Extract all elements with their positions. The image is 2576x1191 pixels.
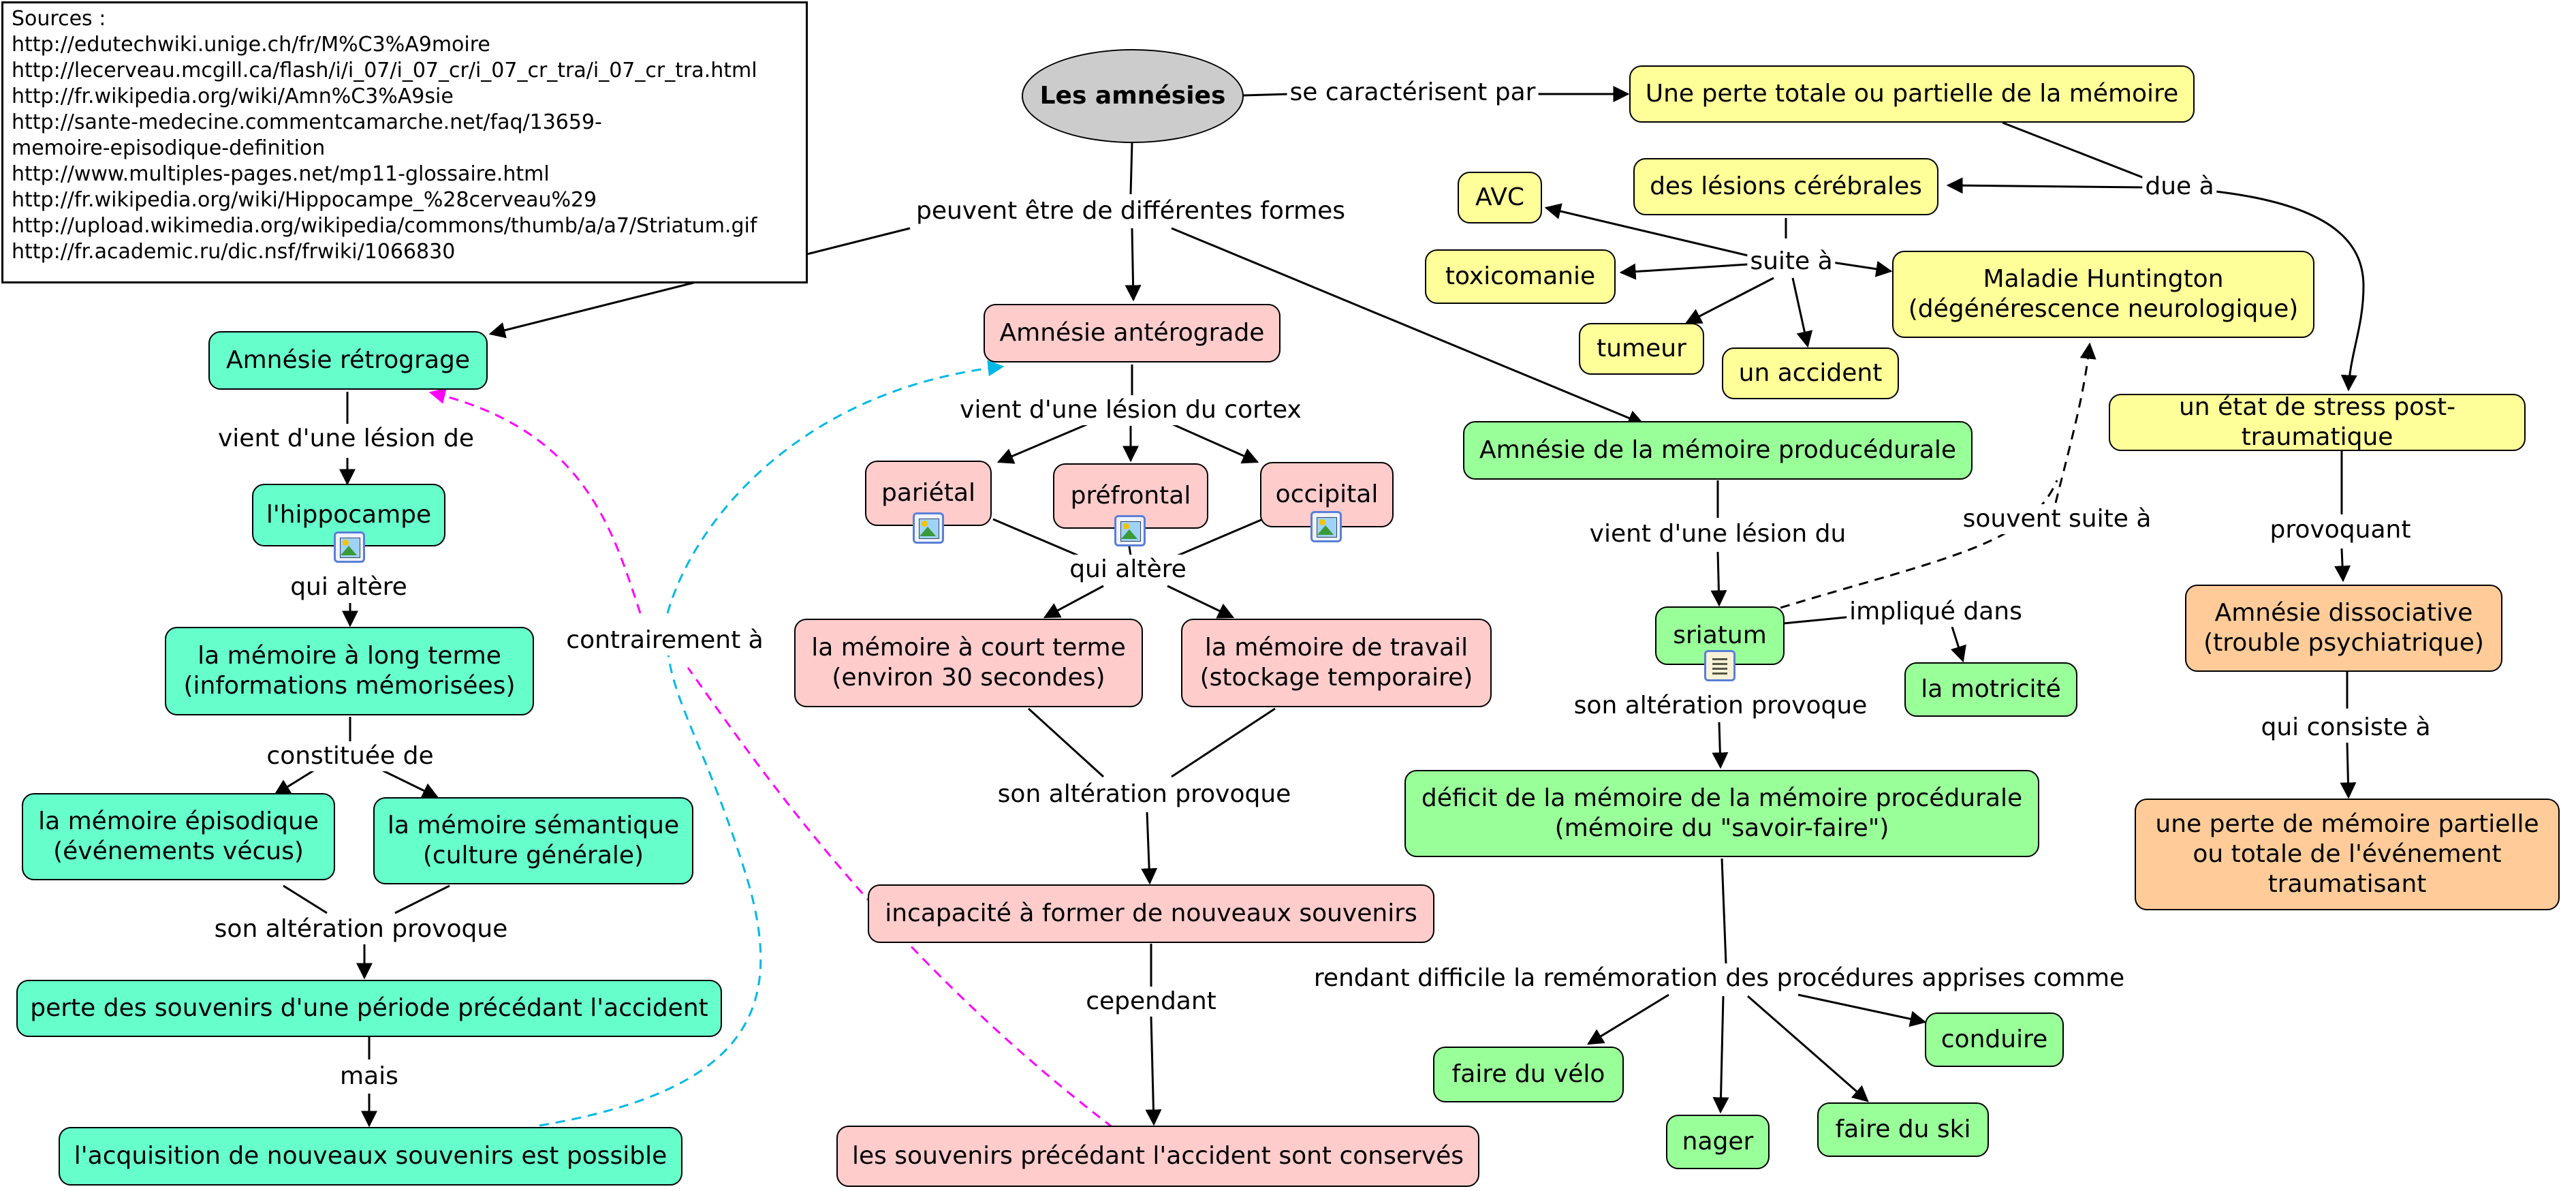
source-line[interactable]: http://fr.wikipedia.org/wiki/Amn%C3%A9si… (12, 84, 454, 108)
node-un-accident[interactable]: un accident (1722, 347, 1899, 399)
node-amnesie-dissociative[interactable]: Amnésie dissociative (trouble psychiatri… (2185, 585, 2502, 672)
image-icon[interactable] (334, 531, 365, 563)
image-icon[interactable] (913, 512, 944, 544)
link-suite-a: suite à (1747, 247, 1836, 277)
document-icon[interactable] (1704, 650, 1735, 681)
link-qui-altere: qui altère (287, 572, 410, 602)
link-vient-lesion-du: vient d'une lésion du (1586, 519, 1849, 549)
source-line[interactable]: http://edutechwiki.unige.ch/fr/M%C3%A9mo… (12, 33, 490, 57)
source-line[interactable]: http://lecerveau.mcgill.ca/flash/i/i_07/… (12, 59, 757, 82)
source-line[interactable]: http://sante-medecine.commentcamarche.ne… (12, 110, 602, 134)
link-alteration-provoque: son altération provoque (211, 914, 511, 944)
node-stress-post-traumatique[interactable]: un état de stress post-traumatique (2109, 393, 2526, 451)
node-faire-ski[interactable]: faire du ski (1817, 1102, 1989, 1157)
link-vient-lesion-cortex: vient d'une lésion du cortex (957, 395, 1304, 425)
link-cependant: cependant (1083, 987, 1219, 1017)
node-incapacite[interactable]: incapacité à former de nouveaux souvenir… (868, 884, 1434, 943)
image-icon[interactable] (1114, 515, 1146, 546)
node-memoire-episodique[interactable]: la mémoire épisodique (événements vécus) (22, 793, 335, 880)
node-acquisition-souvenirs[interactable]: l'acquisition de nouveaux souvenirs est … (59, 1127, 682, 1186)
node-perte-totale[interactable]: Une perte totale ou partielle de la mémo… (1629, 65, 2195, 123)
source-line[interactable]: http://www.multiples-pages.net/mp11-glos… (12, 162, 550, 186)
image-icon[interactable] (1310, 511, 1342, 542)
link-souvent-suite-a: souvent suite à (1960, 504, 2154, 534)
link-differentes-formes: peuvent être de différentes formes (913, 196, 1349, 226)
link-contrairement-a: contrairement à (563, 625, 766, 655)
node-deficit-procedurale[interactable]: déficit de la mémoire de la mémoire proc… (1404, 770, 2039, 857)
node-memoire-court-terme[interactable]: la mémoire à court terme (environ 30 sec… (794, 619, 1143, 707)
source-line[interactable]: http://fr.wikipedia.org/wiki/Hippocampe_… (12, 188, 597, 212)
source-line[interactable]: http://upload.wikimedia.org/wikipedia/co… (12, 214, 757, 238)
link-due-a: due à (2142, 172, 2217, 202)
link-implique-dans: impliqué dans (1847, 597, 2025, 627)
link-constituee-de: constituée de (264, 741, 437, 771)
link-provoquant: provoquant (2267, 515, 2414, 545)
link-vient-lesion-de: vient d'une lésion de (215, 424, 477, 454)
sources-box: Sources : http://edutechwiki.unige.ch/fr… (1, 1, 808, 283)
sources-title: Sources : (12, 7, 106, 31)
source-line[interactable]: memoire-episodique-definition (12, 136, 326, 160)
node-conduire[interactable]: conduire (1925, 1012, 2064, 1067)
node-memoire-semantique[interactable]: la mémoire sémantique (culture générale) (373, 797, 693, 884)
node-amnesie-retrograde[interactable]: Amnésie rétrograge (208, 331, 488, 390)
node-perte-souvenirs[interactable]: perte des souvenirs d'une période précéd… (16, 980, 722, 1037)
source-line[interactable]: http://fr.academic.ru/dic.nsf/frwiki/106… (12, 240, 456, 264)
node-memoire-travail[interactable]: la mémoire de travail (stockage temporai… (1181, 619, 1492, 707)
link-mais: mais (337, 1062, 401, 1092)
link-rendant-difficile: rendant difficile la remémoration des pr… (1310, 963, 2128, 993)
node-faire-velo[interactable]: faire du vélo (1433, 1047, 1624, 1102)
link-qui-consiste-a: qui consiste à (2258, 713, 2434, 743)
node-nager[interactable]: nager (1666, 1115, 1770, 1169)
link-alteration-provoque: son altération provoque (1571, 691, 1870, 721)
node-lesions-cerebrales[interactable]: des lésions cérébrales (1633, 158, 1938, 215)
node-les-amnesies[interactable]: Les amnésies (1022, 49, 1244, 143)
node-souvenirs-conserves[interactable]: les souvenirs précédant l'accident sont … (836, 1126, 1479, 1187)
node-avc[interactable]: AVC (1458, 172, 1542, 223)
node-motricite[interactable]: la motricité (1904, 662, 2077, 717)
node-maladie-huntington[interactable]: Maladie Huntington (dégénérescence neuro… (1892, 251, 2314, 338)
link-qui-altere: qui altère (1067, 555, 1189, 585)
node-toxicomanie[interactable]: toxicomanie (1425, 249, 1616, 304)
node-memoire-long-terme[interactable]: la mémoire à long terme (informations mé… (165, 627, 534, 715)
link-se-caracterisent-par: se caractérisent par (1287, 78, 1539, 108)
node-amnesie-anterograde[interactable]: Amnésie antérograde (984, 304, 1281, 362)
node-perte-memoire-partielle[interactable]: une perte de mémoire partielle ou totale… (2135, 799, 2560, 910)
link-alteration-provoque: son altération provoque (994, 779, 1294, 809)
node-prefrontal[interactable]: préfrontal (1053, 463, 1208, 529)
node-amnesie-procedurale[interactable]: Amnésie de la mémoire producédurale (1463, 421, 1973, 480)
node-tumeur[interactable]: tumeur (1579, 323, 1704, 375)
